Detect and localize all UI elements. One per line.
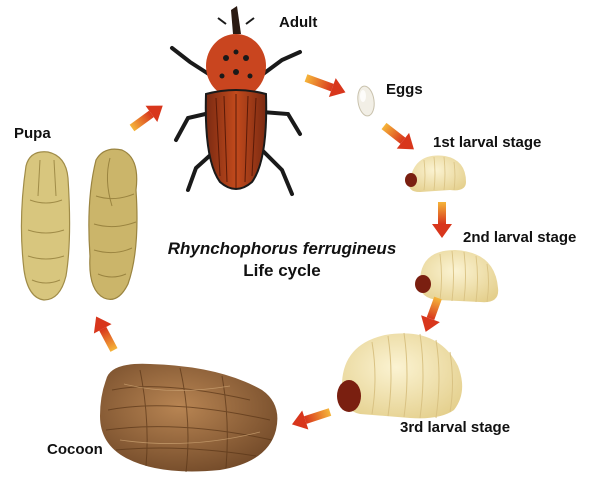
arrow-larva3-to-cocoon (289, 402, 333, 433)
arrow-larva1-to-larva2 (432, 202, 452, 238)
adult-weevil-image (172, 6, 300, 194)
label-third-larval-stage: 3rd larval stage (400, 419, 510, 436)
label-eggs: Eggs (386, 81, 423, 98)
label-first-larval-stage: 1st larval stage (433, 134, 541, 151)
label-second-larval-stage: 2nd larval stage (463, 229, 576, 246)
arrow-pupa-to-adult (126, 98, 168, 137)
cocoon-image (100, 364, 277, 472)
first-larva-image (405, 156, 466, 193)
label-adult: Adult (279, 14, 317, 31)
label-pupa: Pupa (14, 125, 51, 142)
label-cocoon: Cocoon (47, 441, 103, 458)
arrow-adult-to-eggs (303, 69, 349, 102)
arrow-cocoon-to-pupa (87, 312, 122, 355)
diagram-title: Rhynchophorus ferrugineus Life cycle (147, 239, 417, 281)
species-name: Rhynchophorus ferrugineus (147, 239, 417, 259)
pupa-image (21, 149, 137, 300)
arrow-eggs-to-larva1 (378, 118, 420, 157)
diagram-subtitle: Life cycle (147, 261, 417, 281)
third-larva-image (337, 333, 462, 418)
second-larva-image (415, 250, 498, 302)
arrow-larva2-to-larva3 (416, 295, 447, 336)
egg-image (356, 85, 376, 117)
